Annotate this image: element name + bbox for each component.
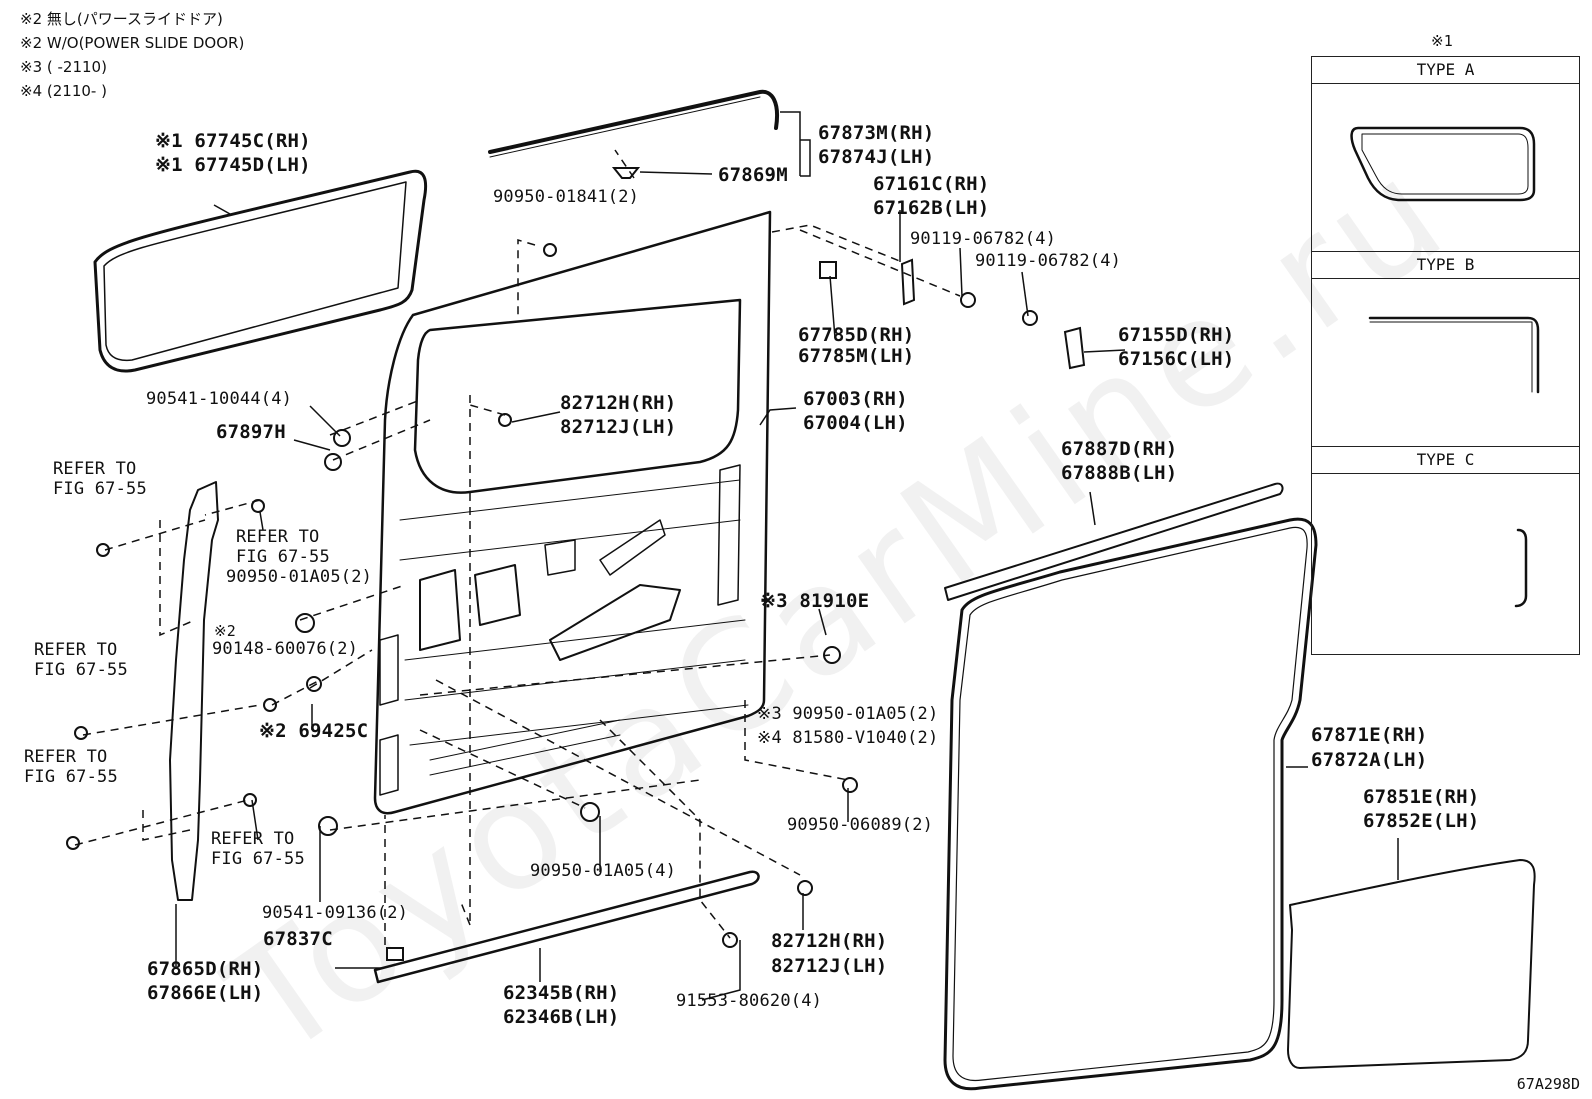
part-label-67837c: 67837C — [263, 928, 333, 950]
part-label-67869m: 67869M — [718, 164, 788, 186]
window-weatherstrip — [93, 169, 428, 373]
part-label-67785m: 67785M(LH) — [798, 345, 915, 367]
refer-label-1a: REFER TO — [53, 459, 137, 479]
diagram-code: 67A298D — [1516, 1075, 1580, 1093]
part-label-62346b: 62346B(LH) — [503, 1006, 620, 1028]
part-label-90148: 90148-60076(2) — [212, 639, 359, 659]
refer-label-2a: REFER TO — [236, 527, 320, 547]
part-label-90119-b: 90119-06782(4) — [975, 251, 1122, 271]
part-label-90541-10044: 90541-10044(4) — [146, 389, 293, 409]
part-label-90950-01a05-a: 90950-01A05(2) — [226, 567, 373, 587]
part-label-67003: 67003(RH) — [803, 388, 908, 410]
part-label-90119-a: 90119-06782(4) — [910, 229, 1057, 249]
type-b-heading: TYPE B — [1312, 252, 1579, 279]
refer-label-3b: FIG 67-55 — [34, 660, 128, 680]
note-line-1: ※2 無し(パワースライドドア) — [20, 10, 223, 28]
part-label-67872a: 67872A(LH) — [1311, 749, 1428, 771]
part-label-62345b: 62345B(RH) — [503, 982, 620, 1004]
part-label-67156c: 67156C(LH) — [1118, 348, 1235, 370]
part-label-90950-06089: 90950-06089(2) — [787, 815, 934, 835]
part-label-91553: 91553-80620(4) — [676, 991, 823, 1011]
refer-label-2b: FIG 67-55 — [236, 547, 330, 567]
part-label-67865d: 67865D(RH) — [147, 958, 264, 980]
part-label-67887d: 67887D(RH) — [1061, 438, 1178, 460]
refer-label-5b: FIG 67-55 — [211, 849, 305, 869]
part-label-90950-01841: 90950-01841(2) — [493, 187, 640, 207]
door-panel — [373, 210, 772, 815]
part-label-67004: 67004(LH) — [803, 412, 908, 434]
part-label-67155d: 67155D(RH) — [1118, 324, 1235, 346]
part-label-81580: ※4 81580-V1040(2) — [757, 728, 939, 748]
type-a-heading: TYPE A — [1312, 57, 1579, 84]
part-label-67785d: 67785D(RH) — [798, 324, 915, 346]
type-panel: TYPE A TYPE B TYPE C — [1311, 56, 1580, 655]
part-label-90950-01a05-b: ※3 90950-01A05(2) — [757, 704, 939, 724]
note-line-3: ※3 ( -2110) — [20, 58, 107, 76]
part-label-67161c: 67161C(RH) — [873, 173, 990, 195]
part-label-90950-01a05-c: 90950-01A05(4) — [530, 861, 677, 881]
part-label-82712h-bot: 82712H(RH) — [771, 930, 888, 952]
part-label-67745d: ※1 67745D(LH) — [155, 154, 311, 176]
note-line-4: ※4 (2110- ) — [20, 82, 107, 100]
refer-label-1b: FIG 67-55 — [53, 479, 147, 499]
part-label-82712j-top: 82712J(LH) — [560, 416, 677, 438]
part-label-67897h: 67897H — [216, 421, 286, 443]
part-label-67851e: 67851E(RH) — [1363, 786, 1480, 808]
refer-label-5a: REFER TO — [211, 829, 295, 849]
part-label-67162b: 67162B(LH) — [873, 197, 990, 219]
part-label-67871e: 67871E(RH) — [1311, 724, 1428, 746]
part-label-67745c: ※1 67745C(RH) — [155, 130, 311, 152]
part-label-67852e: 67852E(LH) — [1363, 810, 1480, 832]
part-label-82712j-bot: 82712J(LH) — [771, 955, 888, 977]
part-label-81910e: ※3 81910E — [760, 590, 870, 612]
type-c-heading: TYPE C — [1312, 447, 1579, 474]
part-label-67888b: 67888B(LH) — [1061, 462, 1178, 484]
part-label-67866e: 67866E(LH) — [147, 982, 264, 1004]
refer-label-4b: FIG 67-55 — [24, 767, 118, 787]
refer-label-4a: REFER TO — [24, 747, 108, 767]
part-label-90541-09136: 90541-09136(2) — [262, 903, 409, 923]
part-label-67873m: 67873M(RH) — [818, 122, 935, 144]
part-label-69425c: ※2 69425C — [259, 720, 369, 742]
refer-label-3a: REFER TO — [34, 640, 118, 660]
part-label-82712h-top: 82712H(RH) — [560, 392, 677, 414]
type-panel-marker: ※1 — [1431, 32, 1453, 50]
note-line-2: ※2 W/O(POWER SLIDE DOOR) — [20, 34, 245, 52]
part-label-67874j: 67874J(LH) — [818, 146, 935, 168]
note-mark-2: ※2 — [214, 622, 236, 640]
